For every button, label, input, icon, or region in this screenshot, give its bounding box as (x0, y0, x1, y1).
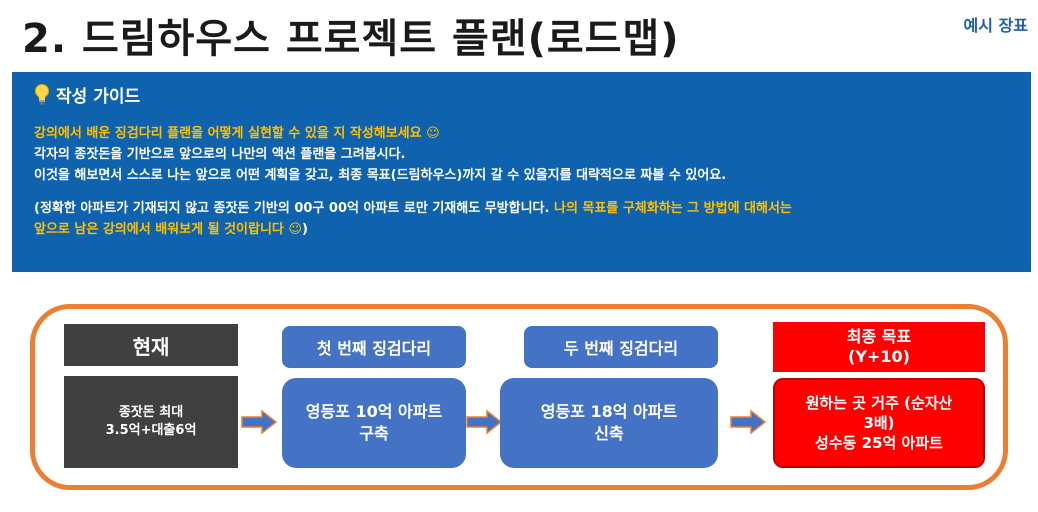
guide-line-4-yellow: 나의 목표를 구체화하는 그 방법에 대해서는 (549, 201, 792, 216)
step2-line-2: 신축 (594, 424, 624, 443)
current-line-1: 종잣돈 최대 (118, 405, 184, 420)
final-goal-line-1: 원하는 곳 거주 (순자산 (805, 394, 953, 412)
guide-line-5-white: ) (301, 222, 308, 237)
roadmap-frame (30, 304, 1008, 490)
step1-body: 영등포 10억 아파트 구축 (282, 378, 466, 468)
step2-header: 두 번째 징검다리 (524, 326, 718, 368)
step2-body: 영등포 18억 아파트 신축 (500, 378, 718, 468)
page-title: 2. 드림하우스 프로젝트 플랜(로드맵) (22, 16, 680, 62)
guide-line-4: (정확한 아파트가 기재되지 않고 종잣돈 기반의 00구 00억 아파트 로만… (34, 198, 1009, 219)
current-body: 종잣돈 최대 3.5억+대출6억 (64, 376, 238, 468)
final-goal-header: 최종 목표 (Y+10) (773, 322, 985, 372)
arrow-right-icon (466, 409, 502, 435)
final-goal-label-2: (Y+10) (848, 347, 910, 366)
current-line-2: 3.5억+대출6억 (105, 423, 197, 438)
writing-guide-box: 작성 가이드 강의에서 배운 징검다리 플랜을 어떻게 실현할 수 있을 지 작… (12, 72, 1031, 272)
step1-line-1: 영등포 10억 아파트 (305, 402, 443, 421)
guide-line-5: 앞으로 남은 강의에서 배워보게 될 것이랍니다 ☺) (34, 219, 1009, 240)
guide-line-2: 각자의 종잣돈을 기반으로 앞으로의 나만의 액션 플랜을 그려봅시다. (34, 147, 406, 162)
step1-line-2: 구축 (359, 424, 389, 443)
final-goal-body: 원하는 곳 거주 (순자산 3배) 성수동 25억 아파트 (773, 378, 985, 468)
step1-header: 첫 번째 징검다리 (282, 326, 466, 368)
guide-line-4-white: (정확한 아파트가 기재되지 않고 종잣돈 기반의 00구 00억 아파트 로만… (34, 201, 550, 216)
final-goal-label-1: 최종 목표 (846, 327, 912, 346)
step2-line-1: 영등포 18억 아파트 (540, 402, 678, 421)
arrow-right-icon (241, 409, 277, 435)
lightbulb-icon (35, 83, 49, 104)
guide-line-1: 강의에서 배운 징검다리 플랜을 어떻게 실현할 수 있을 지 작성해보세요 ☺ (34, 126, 440, 141)
guide-heading-label: 작성 가이드 (56, 87, 141, 107)
guide-line-5-yellow: 앞으로 남은 강의에서 배워보게 될 것이랍니다 ☺ (34, 222, 302, 237)
guide-heading: 작성 가이드 (34, 82, 1009, 107)
sample-slide-badge: 예시 장표 (963, 16, 1028, 35)
final-goal-line-2: 3배) (863, 414, 895, 432)
arrow-right-icon (730, 409, 766, 435)
final-goal-line-3: 성수동 25억 아파트 (815, 434, 943, 452)
current-header: 현재 (64, 324, 238, 366)
guide-line-3: 이것을 해보면서 스스로 나는 앞으로 어떤 계획을 갖고, 최종 목표(드림하… (34, 168, 727, 183)
